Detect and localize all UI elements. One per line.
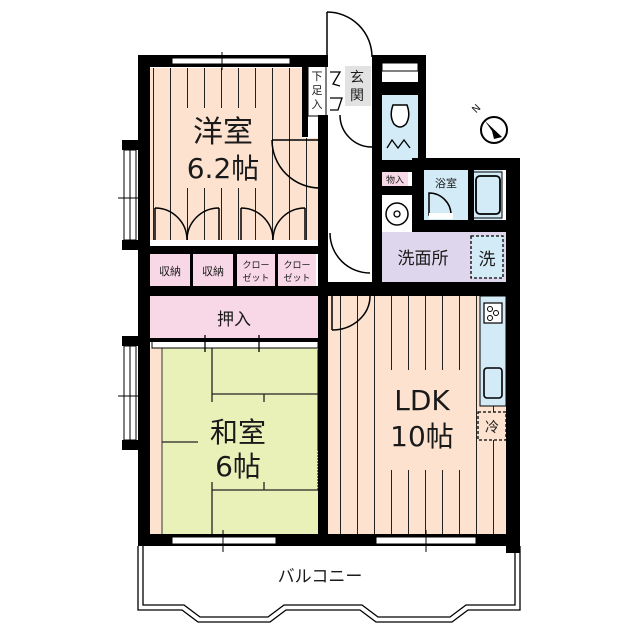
closet-row — [150, 240, 318, 286]
oshiire-label: 押入 — [217, 310, 251, 330]
svg-text:関: 関 — [350, 88, 364, 104]
closet-label-1: 収納 — [159, 265, 181, 278]
western-room-name: 洋室 — [193, 115, 253, 150]
closet-label-2: 収納 — [202, 265, 224, 278]
western-room — [150, 68, 321, 246]
washing-machine-label: 洗 — [479, 250, 496, 270]
japanese-room-size: 6帖 — [215, 450, 261, 483]
bathroom-label: 浴室 — [435, 176, 457, 190]
washroom-label: 洗面所 — [398, 249, 449, 269]
shoe-storage-label: 下 足 入 — [312, 70, 323, 111]
closet-label-4-line2: ゼット — [283, 272, 310, 284]
oshiire — [150, 296, 318, 338]
japanese-room-name: 和室 — [210, 416, 266, 449]
compass-icon: N — [470, 103, 508, 144]
svg-text:入: 入 — [312, 98, 323, 111]
western-room-size: 6.2帖 — [187, 152, 260, 185]
storage-small-label: 物入 — [386, 174, 404, 186]
toilet — [382, 58, 418, 160]
entrance-label: 玄 関 — [350, 69, 364, 104]
corridor — [307, 11, 376, 292]
closet-label-3-line2: ゼット — [242, 272, 269, 284]
ldk-size: 10帖 — [390, 420, 454, 453]
balcony-label: バルコニー — [278, 567, 363, 587]
closet-label-3-line1: クロー — [242, 260, 269, 271]
svg-text:足: 足 — [312, 84, 323, 97]
japanese-room — [150, 335, 325, 534]
svg-text:下: 下 — [312, 70, 323, 83]
closet-label-4-line1: クロー — [283, 260, 310, 271]
balcony — [137, 546, 521, 623]
compass-north-label: N — [470, 103, 483, 116]
svg-text:玄: 玄 — [350, 69, 364, 86]
ldk-name: LDK — [394, 384, 450, 417]
bathroom — [424, 170, 503, 220]
storage-small — [382, 172, 408, 186]
washing-machine-space — [470, 235, 504, 279]
windows — [118, 52, 477, 552]
fridge-label: 冷 — [485, 420, 499, 436]
sink-icon — [483, 367, 503, 399]
washroom — [382, 195, 506, 282]
entrance-floor — [345, 66, 371, 106]
